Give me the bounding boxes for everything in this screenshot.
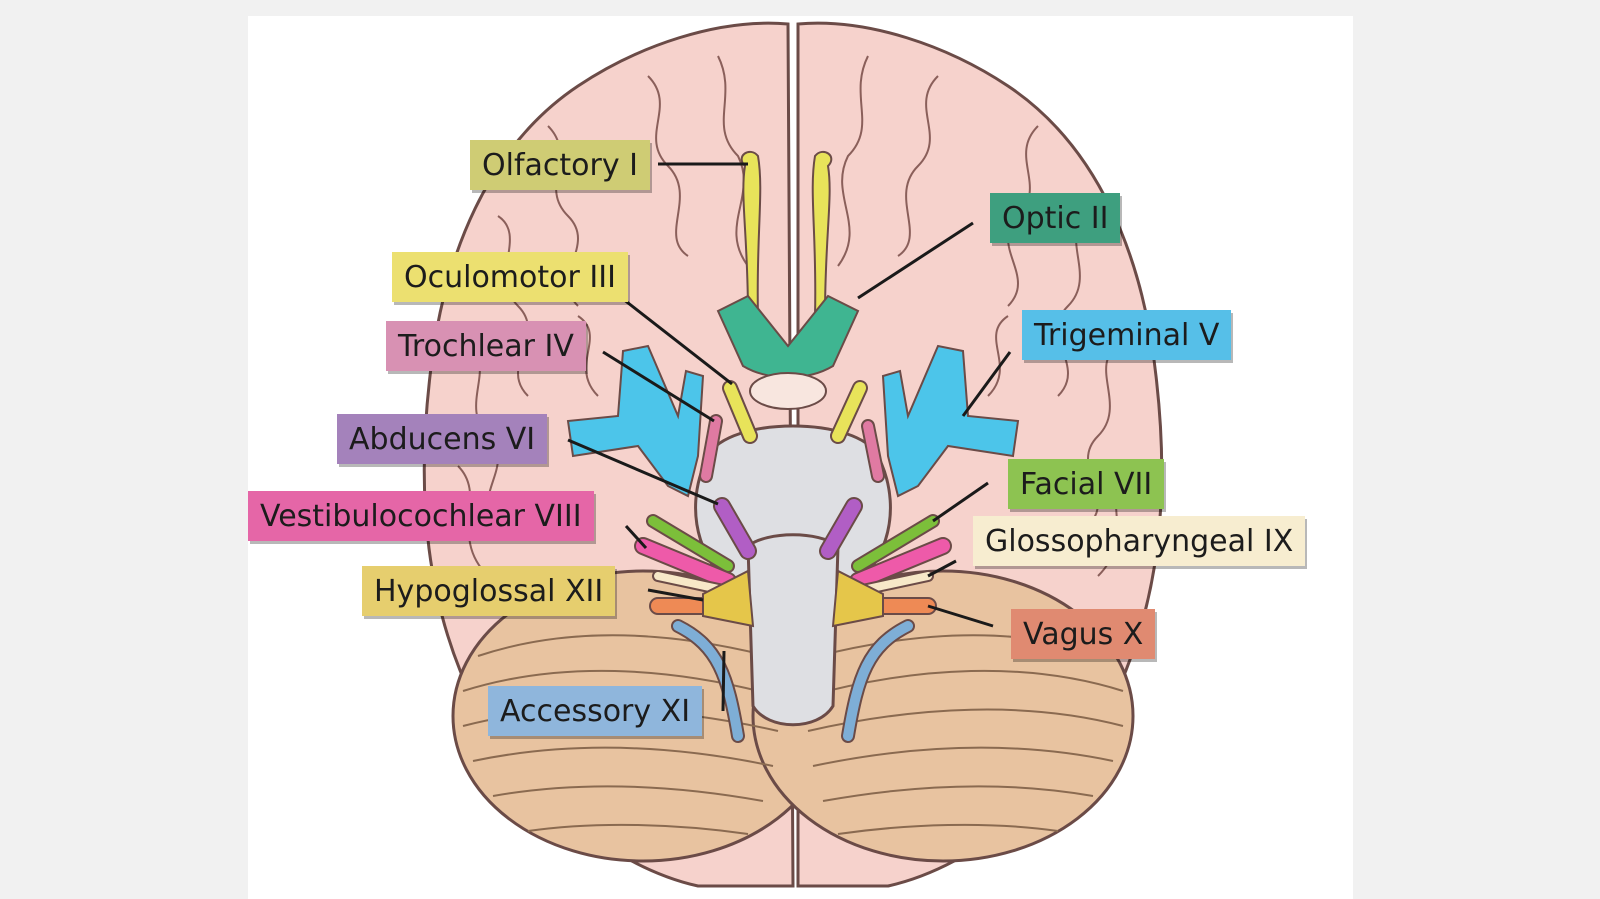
accessory-nerves — [671, 619, 915, 743]
label-vagus: Vagus X — [1011, 609, 1156, 659]
trochlear-nerves — [699, 414, 885, 483]
label-accessory: Accessory XI — [488, 686, 703, 736]
label-oculomotor: Oculomotor III — [392, 252, 628, 302]
facial-nerves — [646, 514, 940, 573]
label-trigeminal: Trigeminal V — [1022, 310, 1232, 360]
label-glossopharyngeal: Glossopharyngeal IX — [973, 516, 1306, 566]
hypoglossal-nerves — [702, 569, 884, 628]
vestibulocochlear-nerves — [634, 537, 952, 590]
label-vestibulocochlear: Vestibulocochlear VIII — [248, 491, 594, 541]
abducens-nerves — [713, 497, 863, 560]
oculomotor-nerves — [722, 380, 868, 444]
trigeminal-nerves — [566, 344, 1020, 498]
label-trochlear: Trochlear IV — [386, 321, 586, 371]
medulla — [746, 533, 840, 727]
label-hypoglossal: Hypoglossal XII — [362, 566, 616, 616]
label-optic: Optic II — [990, 193, 1121, 243]
label-facial: Facial VII — [1008, 459, 1165, 509]
leader-lines — [567, 162, 1012, 712]
brain-diagram: Olfactory I Optic II Oculomotor III Troc… — [248, 16, 1353, 899]
olfactory-nerves — [740, 150, 833, 317]
pituitary-area — [749, 372, 827, 410]
label-abducens: Abducens VI — [337, 414, 548, 464]
label-olfactory: Olfactory I — [470, 140, 650, 190]
